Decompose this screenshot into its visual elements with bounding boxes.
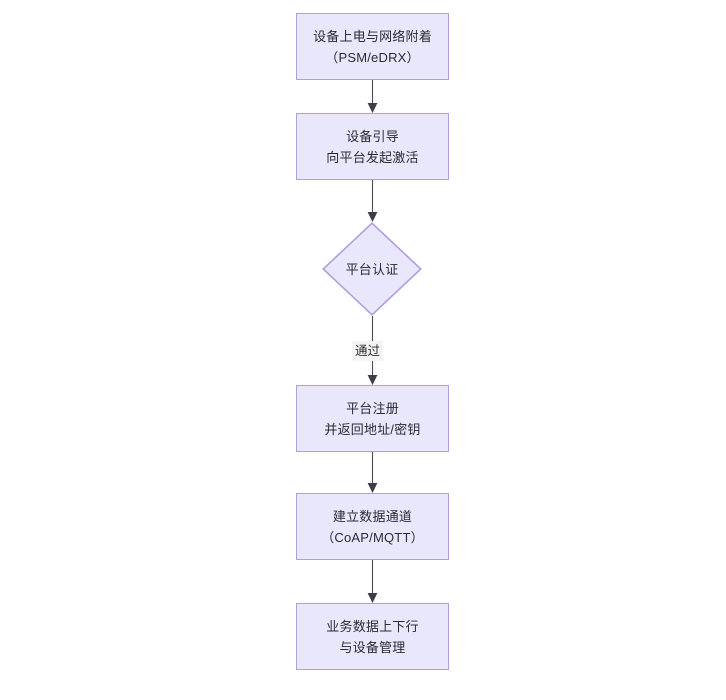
edge-n2-n3 xyxy=(367,180,378,222)
flow-node-label: 平台认证 xyxy=(345,261,399,277)
flow-node-label: 建立数据通道 （CoAP/MQTT） xyxy=(321,508,424,545)
edge-n5-n6 xyxy=(367,560,378,603)
flow-node-label: 业务数据上下行 与设备管理 xyxy=(326,618,419,655)
flow-node-device-bootstrap[interactable]: 设备引导 向平台发起激活 xyxy=(296,113,449,180)
edge-n4-n5 xyxy=(367,452,378,493)
edge-n1-n2 xyxy=(367,80,378,113)
flow-node-platform-authentication[interactable]: 平台认证 xyxy=(322,222,422,316)
diamond-shape xyxy=(322,222,422,316)
edge-label-pass: 通过 xyxy=(352,341,384,361)
flow-node-business-data-and-device-management[interactable]: 业务数据上下行 与设备管理 xyxy=(296,603,449,670)
flow-node-platform-registration[interactable]: 平台注册 并返回地址/密钥 xyxy=(296,385,449,452)
flow-node-label: 设备引导 向平台发起激活 xyxy=(326,128,419,165)
flow-node-label: 平台注册 并返回地址/密钥 xyxy=(324,400,421,437)
flow-node-label: 设备上电与网络附着 （PSM/eDRX） xyxy=(313,28,432,65)
flow-node-establish-data-channel[interactable]: 建立数据通道 （CoAP/MQTT） xyxy=(296,493,449,560)
flow-node-device-power-on[interactable]: 设备上电与网络附着 （PSM/eDRX） xyxy=(296,13,449,80)
